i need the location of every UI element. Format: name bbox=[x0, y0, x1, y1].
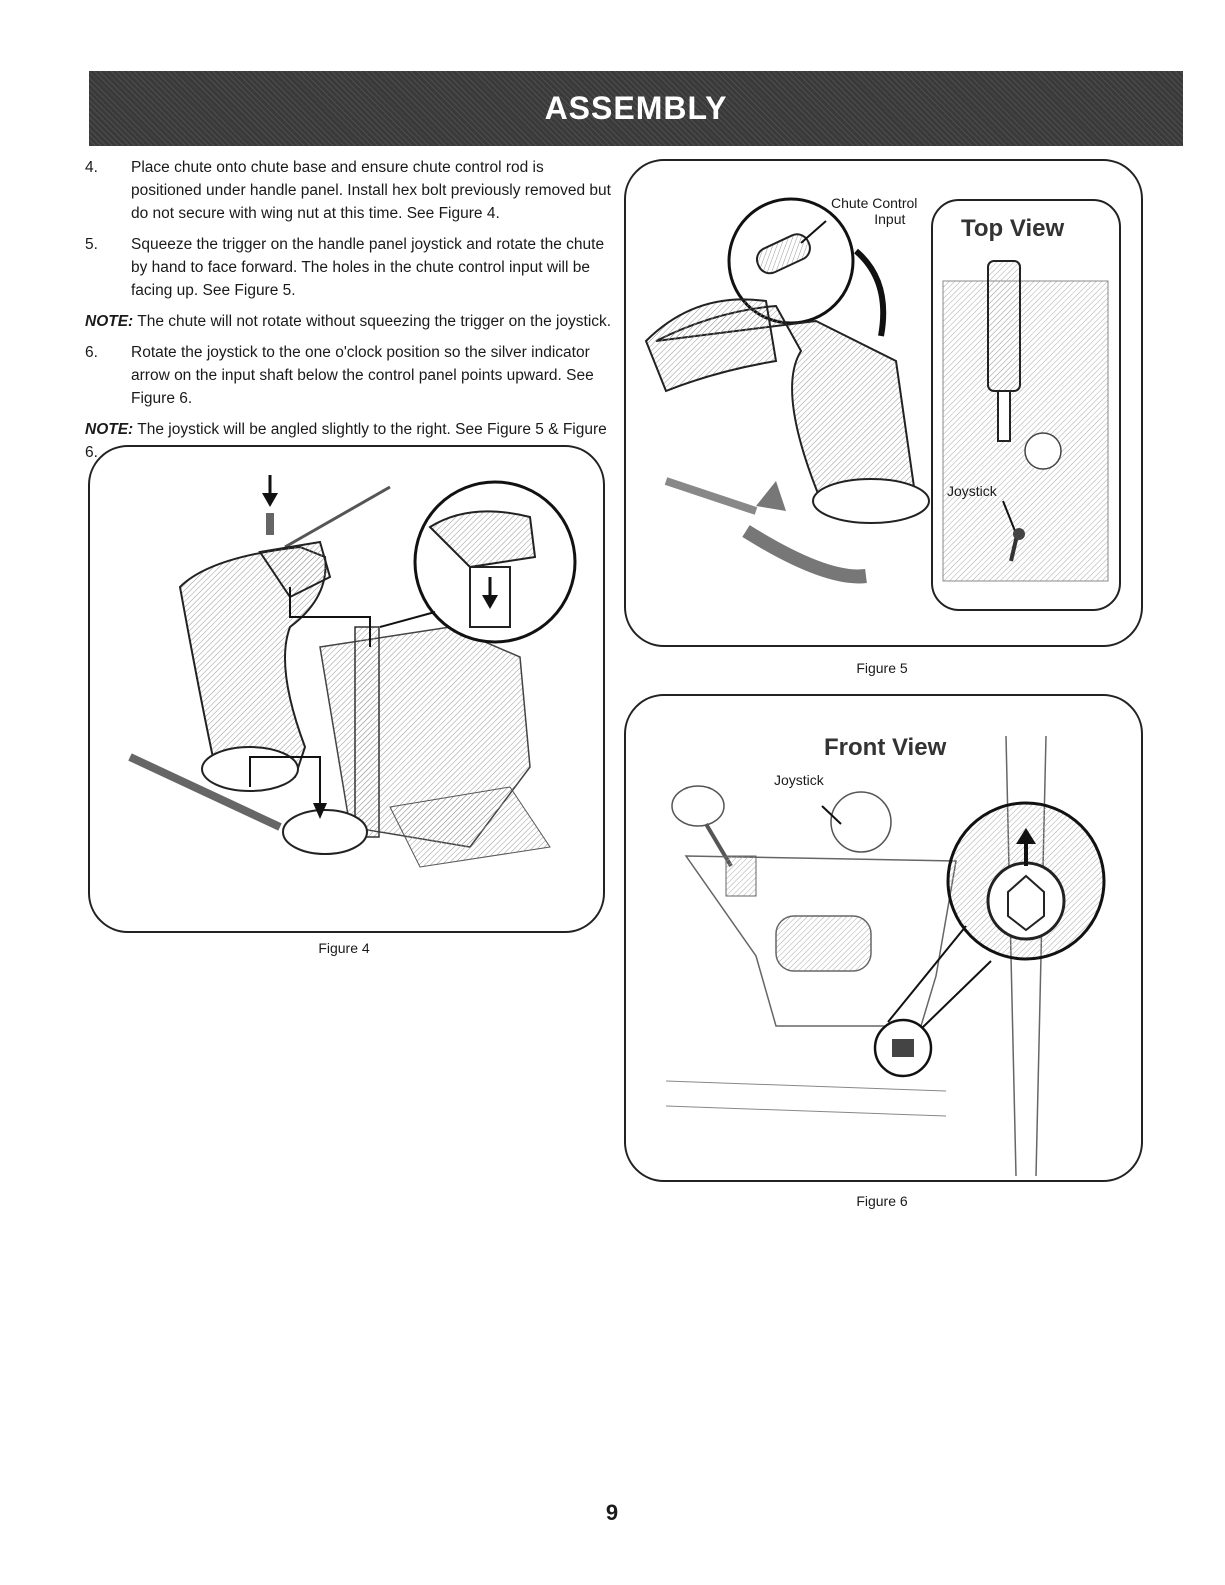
page-number: 9 bbox=[605, 1500, 619, 1525]
detail-chute bbox=[428, 510, 537, 569]
joystick-knob bbox=[671, 785, 725, 827]
step-number: 5. bbox=[85, 236, 98, 253]
figure-6-caption: Figure 6 bbox=[856, 1193, 908, 1209]
figure-4-illustration bbox=[128, 475, 577, 868]
figure-5: Chute Control Input Top View Joystick bbox=[624, 159, 1143, 647]
up-arrow-head-icon bbox=[1016, 828, 1036, 844]
panel-recess bbox=[775, 915, 872, 972]
joystick-knob bbox=[1013, 528, 1025, 540]
hex-bolt-icon bbox=[266, 513, 274, 535]
instructions: 4. Place chute onto chute base and ensur… bbox=[85, 156, 615, 472]
panel-knob bbox=[1024, 432, 1062, 470]
auger-shaft bbox=[664, 477, 758, 515]
step-4: 4. Place chute onto chute base and ensur… bbox=[85, 156, 615, 225]
chute-base-ring bbox=[282, 809, 368, 855]
top-view-inset: Top View Joystick bbox=[931, 199, 1121, 611]
top-view-illustration bbox=[942, 260, 1109, 582]
joystick-callout: Joystick bbox=[947, 483, 997, 499]
figure-4 bbox=[88, 445, 605, 933]
note-text: The chute will not rotate without squeez… bbox=[133, 313, 612, 330]
joystick-callout: Joystick bbox=[774, 772, 824, 788]
front-view-title: Front View bbox=[824, 734, 947, 761]
hex-socket bbox=[1007, 874, 1045, 932]
note-text: The joystick will be angled slightly to … bbox=[85, 421, 607, 461]
tire-tread bbox=[389, 786, 551, 868]
step-text: Rotate the joystick to the one o'clock p… bbox=[131, 344, 594, 407]
step-text: Squeeze the trigger on the handle panel … bbox=[131, 236, 605, 299]
joystick-top bbox=[830, 791, 892, 853]
alignment-line bbox=[289, 587, 371, 647]
handle-panel bbox=[942, 280, 1109, 582]
callout-arrow-icon bbox=[800, 220, 827, 244]
figure-6-illustration bbox=[665, 735, 1106, 1177]
rotation-arrow-head-icon bbox=[756, 481, 786, 511]
panel-slot bbox=[725, 855, 757, 897]
step-6: 6. Rotate the joystick to the one o'cloc… bbox=[85, 341, 615, 410]
input-shaft-detail bbox=[986, 861, 1066, 941]
chute-control-rod bbox=[284, 485, 391, 549]
panel-edge bbox=[665, 1105, 947, 1117]
inset-leader-line bbox=[379, 611, 436, 628]
rotation-arrow-icon bbox=[742, 525, 867, 584]
curved-arrow-icon bbox=[853, 248, 887, 337]
inset-leader-line bbox=[887, 925, 967, 1023]
auger-shaft bbox=[128, 753, 282, 831]
chute-opening bbox=[812, 478, 930, 524]
note-label: NOTE: bbox=[85, 313, 134, 330]
section-title: ASSEMBLY bbox=[544, 90, 728, 126]
input-shaft-icon bbox=[892, 1039, 914, 1057]
step-number: 6. bbox=[85, 344, 98, 361]
section-banner: ASSEMBLY bbox=[89, 71, 1183, 146]
step-5: 5. Squeeze the trigger on the handle pan… bbox=[85, 233, 615, 302]
inset-leader-line bbox=[921, 960, 992, 1029]
alignment-line bbox=[249, 756, 321, 807]
chute-control-callout: Chute Control Input bbox=[831, 195, 917, 227]
step-number: 4. bbox=[85, 159, 98, 176]
note-2: NOTE: The joystick will be angled slight… bbox=[85, 418, 615, 464]
figure-6: Front View Joystick bbox=[624, 694, 1143, 1182]
chute-deflector bbox=[644, 298, 778, 393]
note-1: NOTE: The chute will not rotate without … bbox=[85, 310, 615, 333]
chute-rod bbox=[997, 390, 1011, 442]
top-view-chute bbox=[987, 260, 1021, 392]
chute-control-input-shaft bbox=[755, 233, 811, 275]
figure-4-caption: Figure 4 bbox=[318, 940, 370, 956]
down-arrow-head-icon bbox=[262, 493, 278, 507]
chute-bracket bbox=[354, 626, 380, 838]
chute-deflector bbox=[258, 540, 332, 599]
callout-arrow-icon bbox=[1002, 500, 1016, 532]
top-view-title: Top View bbox=[961, 215, 1065, 242]
panel-edge bbox=[665, 1080, 947, 1092]
figure-5-illustration bbox=[644, 197, 930, 584]
down-arrow-icon bbox=[313, 803, 327, 819]
callout-line: Chute Control bbox=[831, 195, 918, 211]
callout-arrow-icon bbox=[821, 805, 842, 825]
note-label: NOTE: bbox=[85, 421, 134, 438]
step-text: Place chute onto chute base and ensure c… bbox=[131, 159, 611, 222]
down-arrow-head-icon bbox=[482, 595, 498, 609]
callout-line: Input bbox=[874, 211, 906, 227]
figure-5-caption: Figure 5 bbox=[856, 660, 908, 676]
